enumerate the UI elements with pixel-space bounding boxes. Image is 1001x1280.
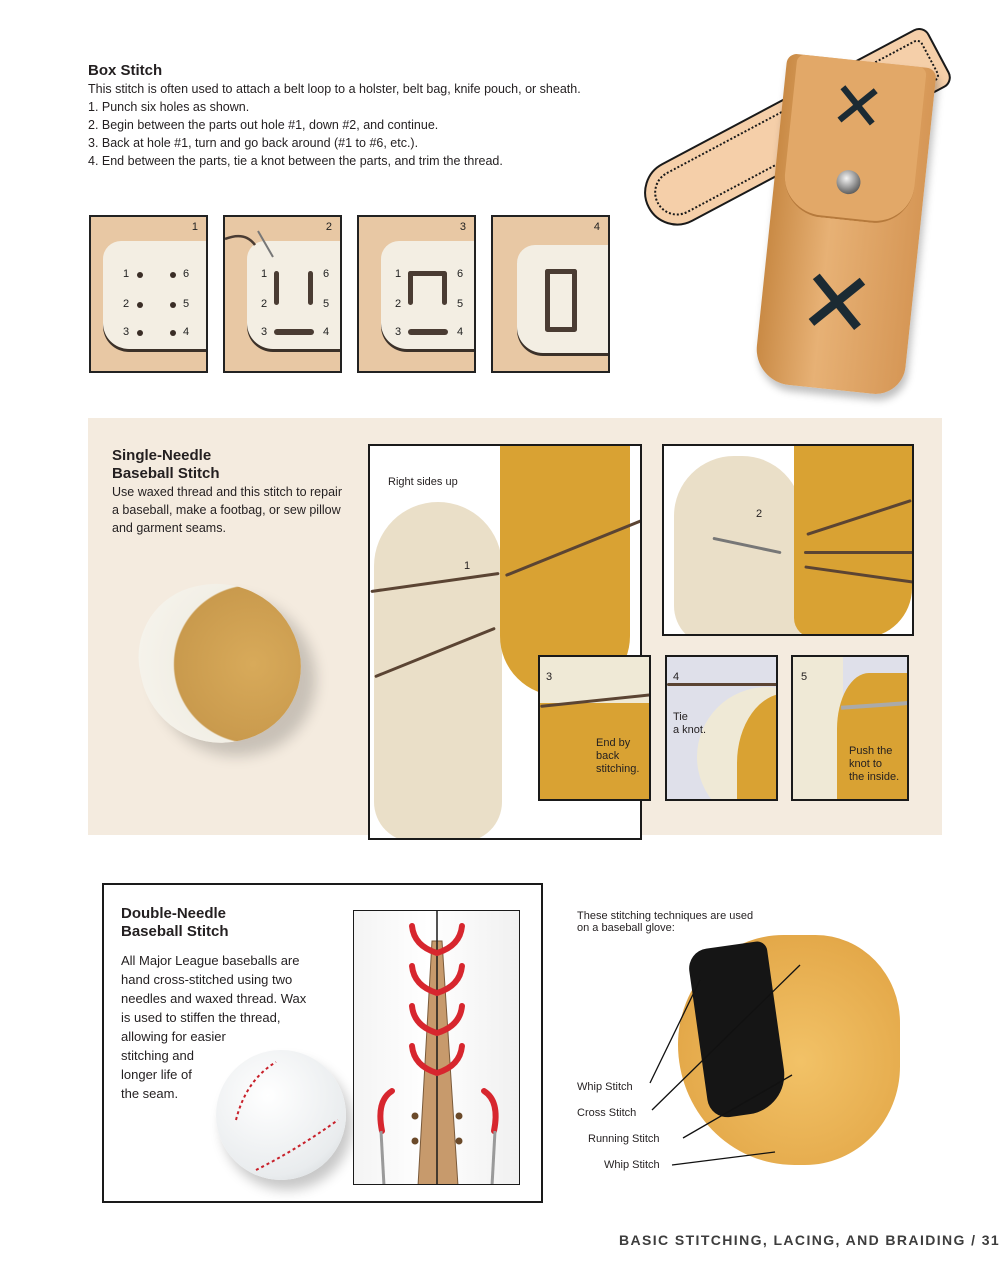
hole-label: 1 <box>395 268 402 280</box>
hole-label: 6 <box>183 268 190 280</box>
glove-label-whip-stitch-bottom: Whip Stitch <box>604 1159 660 1171</box>
baseball-glove-illustration <box>678 935 900 1165</box>
box-stitch-photo-3: 3 1 2 3 6 5 4 <box>357 215 476 373</box>
single-needle-photo-2: 2 <box>662 444 914 636</box>
description-line: stitching and <box>121 1048 194 1063</box>
double-needle-title-line2: Baseball Stitch <box>121 923 229 940</box>
description-line: longer life of <box>121 1067 192 1082</box>
box-stitch-photo-1: 1 1 2 3 6 5 4 <box>89 215 208 373</box>
box-stitch-step-1: 1. Punch six holes as shown. <box>88 100 250 114</box>
single-needle-title-line1: Single-Needle <box>112 447 212 464</box>
running-head-page-number: BASIC STITCHING, LACING, AND BRAIDING / … <box>619 1232 1001 1248</box>
hole-label: 3 <box>123 326 130 338</box>
glove-intro-line: These stitching techniques are used <box>577 910 754 922</box>
single-needle-photo-5: 5 Push the knot to the inside. <box>791 655 909 801</box>
box-stitch-step-3: 3. Back at hole #1, turn and go back aro… <box>88 136 419 150</box>
hole-label: 4 <box>457 326 464 338</box>
hole-label: 5 <box>183 298 190 310</box>
photo-caption: Tie a knot. <box>673 711 707 736</box>
description-line: hand cross-stitched using two <box>121 972 293 987</box>
photo-number: 2 <box>325 221 332 233</box>
hole-label: 4 <box>323 326 330 338</box>
hole-label: 5 <box>457 298 464 310</box>
single-needle-photo-4: 4 Tie a knot. <box>665 655 778 801</box>
hole-label: 6 <box>457 268 464 280</box>
hole-label: 3 <box>261 326 268 338</box>
hole-label: 4 <box>183 326 190 338</box>
hole-label: 3 <box>395 326 402 338</box>
box-stitch-section: Box Stitch This stitch is often used to … <box>88 62 648 170</box>
hole-label: 6 <box>323 268 330 280</box>
photo-caption: Right sides up <box>388 476 458 488</box>
photo-caption: End by back stitching. <box>596 737 640 775</box>
photo-caption: Push the knot to the inside. <box>849 745 900 783</box>
gold-leather-sole <box>794 446 912 634</box>
box-stitch-step-2: 2. Begin between the parts out hole #1, … <box>88 118 439 132</box>
baseball-icon <box>216 1050 346 1180</box>
photo-number: 3 <box>546 671 553 683</box>
double-needle-box: Double-Needle Baseball Stitch All Major … <box>102 883 543 1203</box>
glove-label-cross-stitch: Cross Stitch <box>577 1107 637 1119</box>
description-line: All Major League baseballs are <box>121 953 300 968</box>
leather-patch <box>517 245 608 353</box>
box-stitch-title: Box Stitch <box>88 62 163 79</box>
single-needle-text: Single-Needle Baseball Stitch Use waxed … <box>112 447 352 537</box>
single-needle-title-line2: Baseball Stitch <box>112 465 220 482</box>
photo-number: 2 <box>756 508 763 520</box>
description-line: is used to stiffen the thread, <box>121 1010 281 1025</box>
box-stitch-photo-2: 2 1 2 3 6 5 4 <box>223 215 342 373</box>
double-needle-text: Double-Needle Baseball Stitch All Major … <box>121 905 351 1103</box>
leather-patch: 1 2 3 6 5 4 <box>247 241 340 349</box>
glove-label-whip-stitch-top: Whip Stitch <box>577 1081 633 1093</box>
leather-patch: 1 2 3 6 5 4 <box>103 241 206 349</box>
box-stitch-step-4: 4. End between the parts, tie a knot bet… <box>88 154 503 168</box>
hole-label: 2 <box>395 298 402 310</box>
single-needle-description: Use waxed thread and this stitch to repa… <box>112 485 342 535</box>
hole-label: 2 <box>261 298 268 310</box>
double-needle-diagram <box>353 910 520 1185</box>
description-line: allowing for easier <box>121 1029 226 1044</box>
glove-label-running-stitch: Running Stitch <box>588 1133 660 1145</box>
leather-patch: 1 2 3 6 5 4 <box>381 241 474 349</box>
glove-intro-line: on a baseball glove: <box>577 922 675 934</box>
double-needle-title-line1: Double-Needle <box>121 905 227 922</box>
hole-label: 5 <box>323 298 330 310</box>
glove-intro: These stitching techniques are used on a… <box>577 910 753 934</box>
box-stitch-photo-4: 4 <box>491 215 610 373</box>
description-line: needles and waxed thread. Wax <box>121 991 307 1006</box>
box-stitch-intro: This stitch is often used to attach a be… <box>88 82 581 96</box>
photo-number: 1 <box>191 221 198 233</box>
hole-label: 1 <box>261 268 268 280</box>
photo-number: 1 <box>464 560 471 572</box>
gold-leather-sole <box>500 446 630 696</box>
description-line: the seam. <box>121 1086 179 1101</box>
photo-number: 5 <box>801 671 808 683</box>
hole-label: 1 <box>123 268 130 280</box>
hole-label: 2 <box>123 298 130 310</box>
photo-number: 4 <box>593 221 600 233</box>
photo-number: 3 <box>459 221 466 233</box>
single-needle-photo-3: 3 End by back stitching. <box>538 655 651 801</box>
needle-icon <box>225 230 274 258</box>
photo-number: 4 <box>673 671 680 683</box>
